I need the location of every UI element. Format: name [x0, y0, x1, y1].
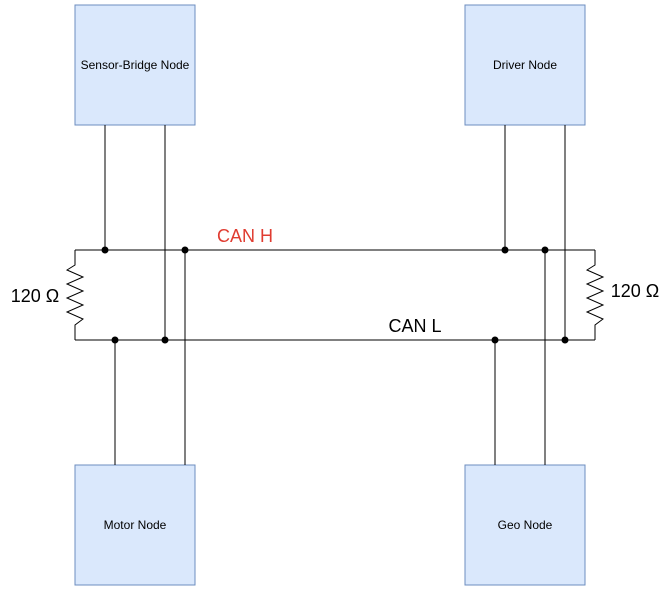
geo-node-label: Geo Node [498, 518, 553, 532]
junction-dot [181, 246, 189, 254]
motor-node-label: Motor Node [104, 518, 167, 532]
sensor-bridge-node: Sensor-Bridge Node [74, 4, 196, 126]
left-terminator-resistor [65, 250, 85, 340]
junction-dot [111, 336, 119, 344]
driver-node: Driver Node [464, 4, 586, 126]
can-l-label: CAN L [388, 316, 441, 336]
right-terminator-resistor [585, 250, 605, 340]
junction-dot [561, 336, 569, 344]
geo-node: Geo Node [464, 464, 586, 586]
junction-dot [501, 246, 509, 254]
motor-node: Motor Node [74, 464, 196, 586]
sensor-bridge-node-label: Sensor-Bridge Node [81, 58, 190, 72]
junction-dot [491, 336, 499, 344]
junction-dot [101, 246, 109, 254]
left-resistor-label: 120 Ω [11, 286, 60, 306]
can-h-label: CAN H [217, 226, 273, 246]
junction-dot [541, 246, 549, 254]
right-resistor-label: 120 Ω [611, 281, 660, 301]
driver-node-label: Driver Node [493, 58, 557, 72]
junction-dot [161, 336, 169, 344]
